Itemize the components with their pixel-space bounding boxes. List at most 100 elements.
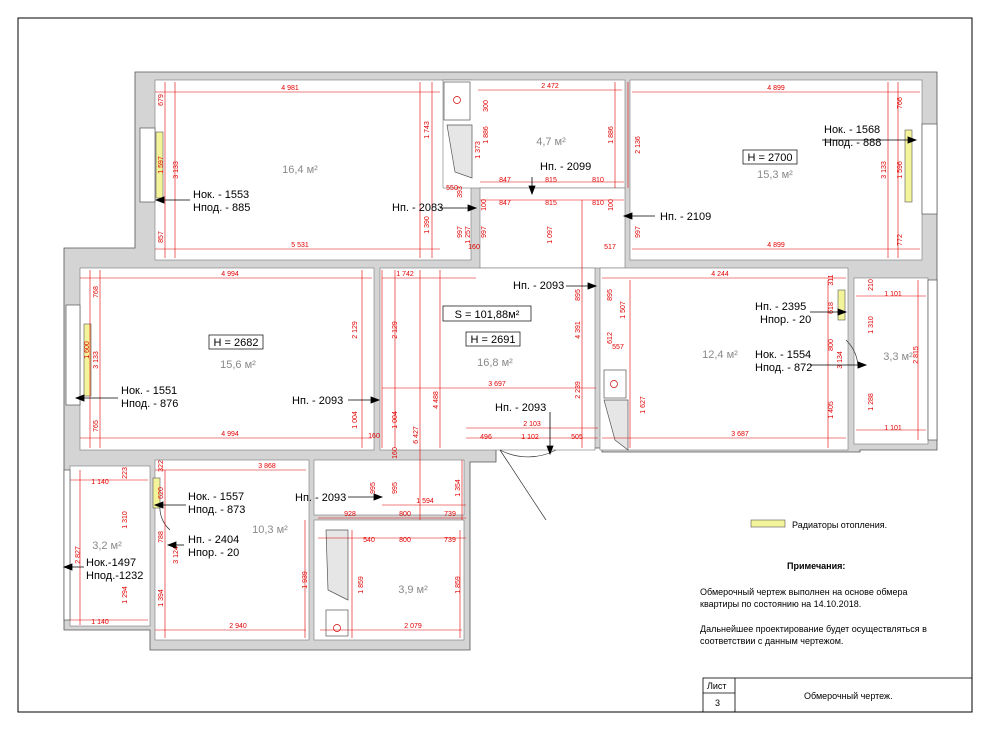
dim-v-bath-c: 1 373 — [475, 141, 482, 159]
dim-s15: 895 — [575, 289, 582, 301]
dim-v-window-2: 1 596 — [897, 161, 904, 179]
sill-height-bedroom-1: Hпод. - 885 — [193, 202, 250, 214]
dim-v-hall-1: 4 488 — [433, 391, 440, 409]
riser-circle-kitchen — [610, 380, 618, 388]
room-interiors — [69, 79, 929, 641]
sill-height-living: Hпод. - 876 — [121, 398, 178, 410]
dim-v-window-3: 1 600 — [84, 341, 91, 359]
dim-bottom-bedroom-2: 4 899 — [767, 242, 785, 249]
radiators — [83, 129, 913, 509]
sheet-label: Лист — [707, 681, 727, 691]
total-area-label: S = 101,88м² — [455, 309, 520, 321]
radiator-living — [83, 323, 92, 397]
dim-v-corr-c: 2 239 — [575, 381, 582, 399]
dim-v-balc-a: 1 310 — [868, 316, 875, 334]
dim-v-corr2: 1 354 — [455, 479, 462, 497]
window-balcony-right — [927, 279, 938, 441]
dim-v-b3-b: 1 394 — [158, 589, 165, 607]
dim-v-s5: 768 — [93, 286, 100, 298]
dim-s14: 160 — [392, 447, 399, 459]
corridor-top — [479, 187, 626, 269]
window-height-bedroom-3: Hок. - 1557 — [188, 491, 244, 503]
area-hall: 16,8 м² — [477, 357, 513, 369]
dim-s20: 618 — [828, 302, 835, 314]
dim-corridor-3: 739 — [444, 511, 456, 518]
dim-top-kitchen: 4 244 — [711, 271, 729, 278]
ceiling-height-bedroom-2: H = 2700 — [748, 152, 793, 164]
door-height-bedroom-3: Hп. - 2093 — [295, 492, 346, 504]
room-bathroom-top — [442, 79, 626, 189]
dim-v-window-1: 1 597 — [158, 156, 165, 174]
dim-s11: 997 — [635, 226, 642, 238]
dim-s13: 160 — [368, 433, 380, 440]
dim-v-s2: 857 — [158, 231, 165, 243]
dim-top-balcony-right: 1 101 — [884, 291, 902, 298]
dim-entry-1: 2 103 — [523, 421, 541, 428]
dim-bath-2: 815 — [545, 177, 557, 184]
dim-s26: 322 — [158, 460, 165, 472]
dim-v-s6: 765 — [93, 420, 100, 432]
sill-height-bedroom-3: Hпод. - 873 — [188, 504, 245, 516]
door-height-balcony: Hп. - 2395 — [755, 301, 806, 313]
notes-paragraph-2-line-1: Дальнейшее проектирование будет осуществ… — [700, 624, 927, 634]
notes-paragraph-1-line-2: квартиры по состоянию на 14.10.2018. — [700, 599, 862, 609]
corridor-bottom — [313, 459, 465, 516]
area-bedroom-1: 16,4 м² — [282, 164, 318, 176]
annotation-arrows — [62, 136, 918, 571]
riser-circle-top — [453, 96, 461, 104]
ceiling-height-hall: H = 2691 — [471, 334, 516, 346]
riser-circle-bottom — [333, 624, 341, 632]
dim-v-balc-b: 2 815 — [913, 346, 920, 364]
drawing-title: Обмерочный чертеж. — [804, 691, 893, 701]
door-height-living: Hп. - 2093 — [292, 395, 343, 407]
ventilation-shaft-bottom — [325, 609, 349, 637]
radiator-kitchen — [837, 289, 846, 321]
dim-s17: 517 — [604, 244, 616, 251]
dim-s31: 300 — [483, 100, 490, 112]
window-height-bedroom-2: Hок. - 1568 — [824, 124, 880, 136]
dim-s27: 620 — [158, 487, 165, 499]
area-bathroom-bottom: 3,9 м² — [398, 584, 428, 596]
dim-bottom-bedroom-3: 2 940 — [229, 623, 247, 630]
room-balcony-left — [69, 465, 151, 627]
room-balcony-right — [853, 277, 929, 445]
notes-paragraph-2-line-2: соответствии с данным чертежом. — [700, 636, 844, 646]
dim-v-balc-c: 1 288 — [868, 393, 875, 411]
fixtures — [325, 81, 629, 637]
dim-s32: 210 — [868, 279, 875, 291]
area-bedroom-3: 10,3 м² — [252, 524, 288, 536]
door-height-entrance: Hп. - 2093 — [495, 402, 546, 414]
window-height-bedroom-1: Hок. - 1553 — [193, 189, 249, 201]
dim-corridor-4: 800 — [399, 511, 411, 518]
room-living — [79, 267, 375, 451]
radiator-bedroom-2 — [904, 129, 913, 203]
dim-v-corr-a: 1 257 — [465, 226, 472, 244]
dim-v-living-2: 2 129 — [352, 321, 359, 339]
windows — [63, 123, 938, 621]
room-bedroom-3 — [154, 459, 310, 641]
dim-v-kitchen-c: 3 134 — [837, 351, 844, 369]
dim-entry-3: 496 — [480, 434, 492, 441]
boxed-labels: H = 2700 H = 2682 S = 101,88м² H = 2691 — [208, 149, 798, 350]
dim-s24: 995 — [392, 482, 399, 494]
dim-v-corridor: 4 391 — [575, 321, 582, 339]
fixture-kitchen — [603, 399, 629, 451]
dim-v-living-3: 1 004 — [352, 411, 359, 429]
dim-s12: 160 — [468, 244, 480, 251]
dim-s22: 800 — [828, 339, 835, 351]
room-kitchen — [599, 267, 849, 451]
dim-bottom-bath: 2 079 — [404, 623, 422, 630]
dim-corridor-6: 800 — [399, 537, 411, 544]
dim-v-s3: 766 — [897, 97, 904, 109]
dim-v-hall-2: 6 427 — [413, 426, 420, 444]
area-living: 15,6 м² — [220, 359, 256, 371]
door-height-corridor: Hп. - 2093 — [513, 280, 564, 292]
dim-v-b1-a: 1 743 — [424, 121, 431, 139]
area-kitchen: 12,4 м² — [702, 349, 738, 361]
sill-height-lbalcony: Hпод.-1232 — [86, 570, 143, 582]
dim-bottom-kitchen: 3 687 — [731, 431, 749, 438]
dim-corridor-5: 540 — [363, 537, 375, 544]
dim-v-kitchen-d: 1 507 — [620, 301, 627, 319]
door-height-bedroom-1: Hп. - 2083 — [392, 202, 443, 214]
dim-v-lbalc-c: 1 294 — [122, 586, 129, 604]
